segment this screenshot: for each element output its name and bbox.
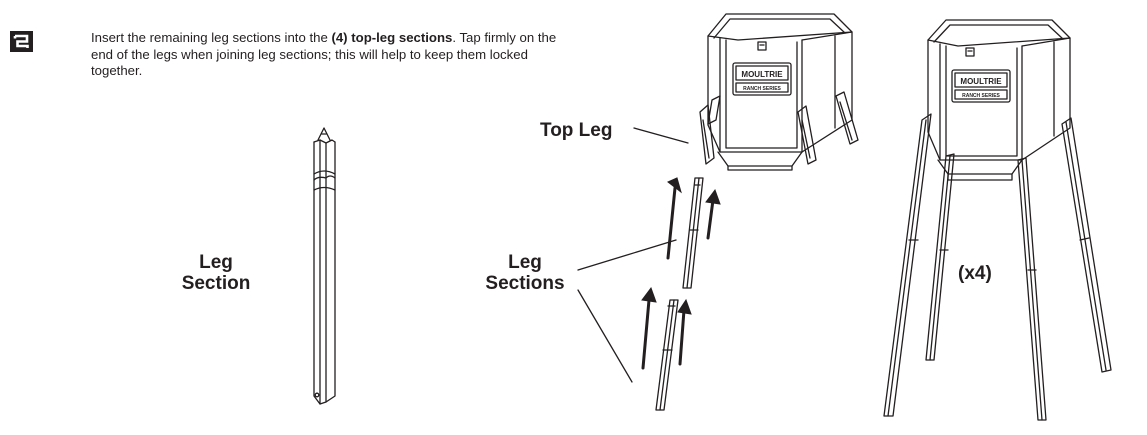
step-number-2-icon [10, 31, 33, 52]
brand-plate-brand: MOULTRIE [741, 70, 783, 79]
brand-plate-brand-right: MOULTRIE [960, 77, 1002, 86]
leader-line-leg-sections-b [577, 289, 633, 383]
label-leg-sections-line2: Sections [485, 273, 565, 294]
label-leg-sections-line1: Leg [508, 252, 542, 273]
label-leg-section-line1: Leg [199, 252, 233, 273]
label-leg-sections: Leg Sections [470, 252, 580, 294]
bold-quantity: (4) [331, 30, 348, 45]
label-leg-section-line2: Section [181, 273, 251, 294]
step-instruction-text: Insert the remaining leg sections into t… [91, 30, 557, 78]
label-quantity: (x4) [958, 263, 992, 284]
leg-sections-drawing [655, 177, 704, 411]
brand-plate-series: RANCH SERIES [743, 86, 781, 92]
arrow-up-icon [666, 177, 682, 260]
label-leg-section: Leg Section [166, 252, 266, 294]
assembled-feeder [883, 19, 1112, 421]
bold-term: top-leg sections [347, 30, 453, 45]
leader-line-top-leg [633, 127, 689, 144]
arrow-up-icon [705, 188, 721, 240]
label-top-leg: Top Leg [540, 120, 613, 141]
arrow-up-icon [641, 286, 657, 370]
brand-plate-series-right: RANCH SERIES [962, 93, 1000, 99]
feeder-body-middle [699, 13, 859, 171]
leader-line-leg-sections-a [577, 239, 677, 271]
leg-section-drawing [313, 127, 336, 405]
arrow-up-icon [677, 298, 692, 366]
